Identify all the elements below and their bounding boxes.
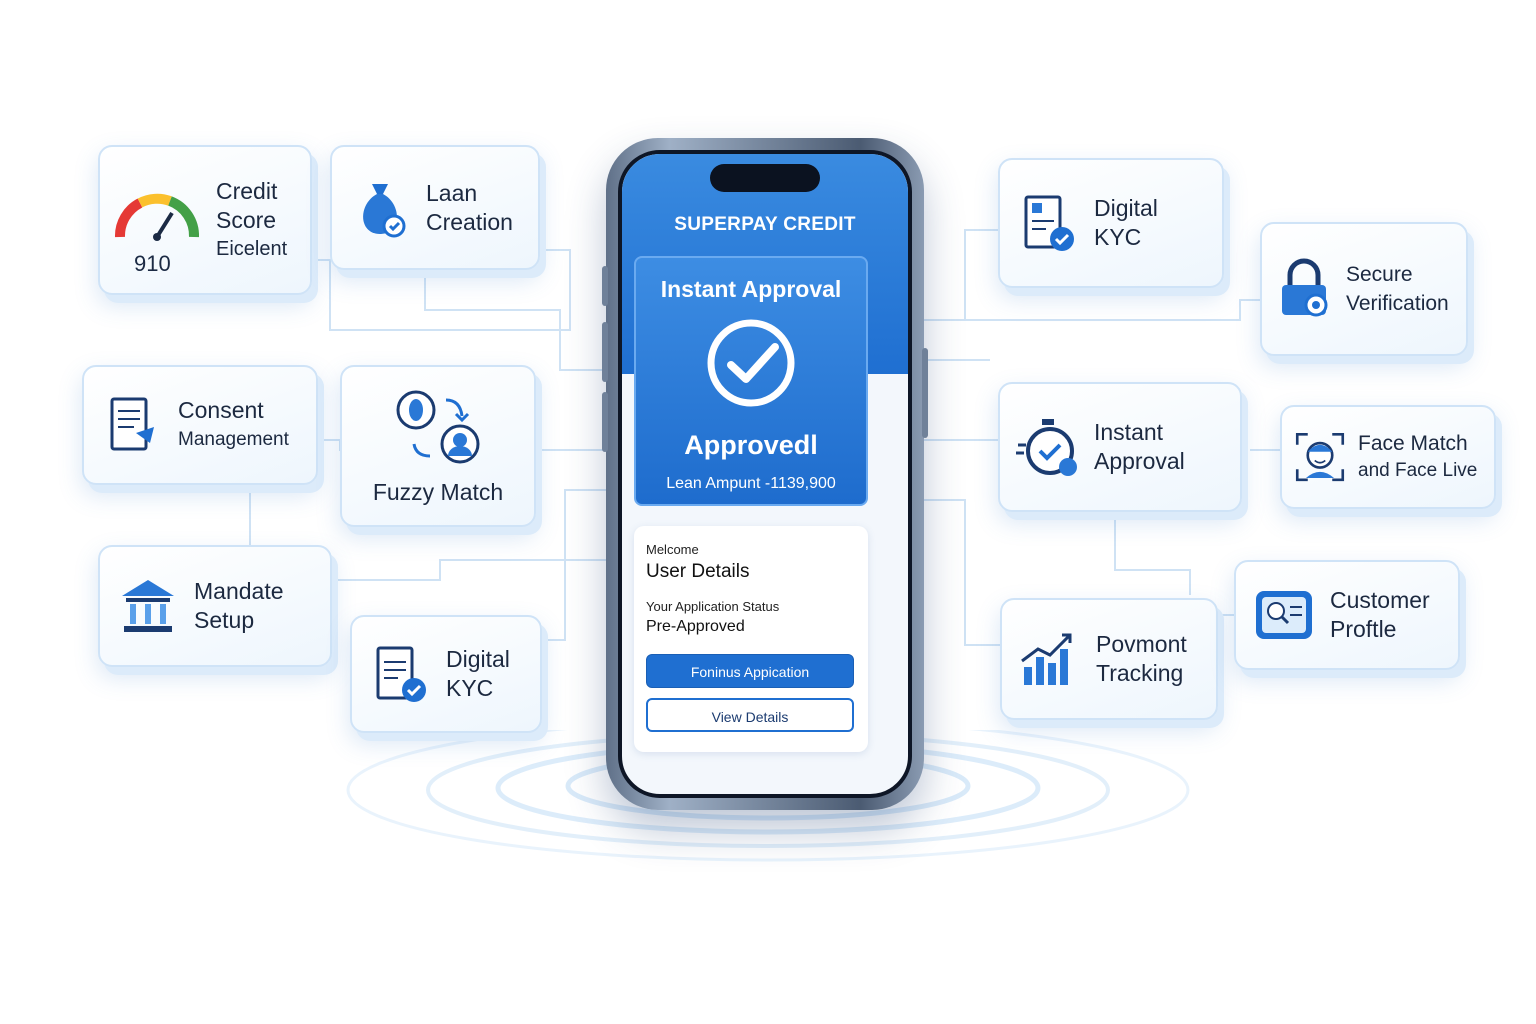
face-match-card[interactable]: Face Match and Face Live (1280, 405, 1496, 509)
mandate-setup-card[interactable]: Mandate Setup (98, 545, 332, 667)
profile-card-icon (1252, 583, 1316, 647)
stopwatch-icon (1016, 415, 1080, 479)
kyc-right-label-2: KYC (1094, 224, 1142, 250)
kyc-document-icon (368, 642, 432, 706)
digital-kyc-card-left[interactable]: Digital KYC (350, 615, 542, 733)
credit-score-value: 910 (134, 251, 171, 276)
credit-score-label-1: Credit (216, 177, 278, 204)
camera-notch (710, 164, 820, 192)
application-status-label: Your Application Status (646, 599, 780, 614)
ripple-base (346, 730, 1190, 862)
loan-creation-label-2: Creation (426, 208, 513, 235)
user-details-panel: Melcome User Details Your Application St… (634, 526, 868, 752)
approval-status: Approvedl (684, 430, 818, 460)
instant-label-2: Approval (1094, 448, 1185, 474)
profile-swap-icon (390, 386, 486, 470)
customer-label-2: Proftle (1330, 616, 1397, 642)
checkmark-icon (707, 319, 795, 407)
kyc-left-label-2: KYC (446, 675, 494, 701)
customer-label-1: Customer (1330, 587, 1430, 613)
consent-management-card[interactable]: Consent Management (82, 365, 318, 485)
brand-title: SUPERPAY CREDIT (674, 214, 856, 235)
approval-title: Instant Approval (660, 276, 842, 302)
mandate-label-2: Setup (194, 607, 255, 633)
document-icon (100, 393, 164, 457)
customer-profile-card[interactable]: Customer Proftle (1234, 560, 1460, 670)
consent-label-2: Management (178, 429, 289, 450)
secure-label-2: Verification (1346, 292, 1449, 315)
credit-score-label-2: Score (216, 206, 277, 233)
kyc-document-icon (1016, 191, 1080, 255)
loan-creation-card[interactable]: Laan Creation (330, 145, 540, 270)
fuzzy-match-label: Fuzzy Match (372, 478, 504, 505)
growth-chart-icon (1018, 627, 1082, 691)
payment-label-1: Povmont (1096, 631, 1187, 657)
instant-approval-card[interactable]: Instant Approval (998, 382, 1242, 512)
approval-panel: Instant Approval Approvedl Lean Ampunt -… (634, 256, 868, 506)
phone-side-button (602, 322, 608, 382)
phone-device: SUPERPAY CREDIT Instant Approval Approve… (602, 138, 928, 810)
phone-screen: SUPERPAY CREDIT Instant Approval Approve… (618, 150, 912, 798)
digital-kyc-card-right[interactable]: Digital KYC (998, 158, 1224, 288)
mandate-label-1: Mandate (194, 578, 284, 604)
face-match-label-1: Face Match (1358, 432, 1468, 455)
credit-score-card[interactable]: 910 Credit Score Eicelent (98, 145, 312, 295)
loan-amount: Lean Ampunt -1139,900 (666, 475, 836, 492)
money-bag-icon (348, 176, 412, 240)
credit-score-label-3: Eicelent (216, 237, 288, 260)
fuzzy-match-card[interactable]: Fuzzy Match (340, 365, 536, 527)
payment-tracking-card[interactable]: Povmont Tracking (1000, 598, 1218, 720)
loan-creation-label-1: Laan (426, 179, 478, 206)
application-status-value: Pre-Approved (646, 618, 745, 635)
continue-application-button[interactable]: Foninus Appication (646, 654, 854, 688)
phone-side-button (602, 266, 608, 306)
kyc-left-label-1: Digital (446, 646, 510, 672)
face-match-label-2: and Face Live (1358, 460, 1478, 481)
user-details-heading: User Details (646, 561, 750, 582)
bank-icon (116, 574, 180, 638)
instant-label-1: Instant (1094, 419, 1164, 445)
face-scan-icon (1292, 429, 1348, 485)
welcome-text: Melcome (646, 542, 699, 557)
payment-label-2: Tracking (1096, 660, 1184, 686)
padlock-icon (1272, 257, 1336, 321)
secure-verification-card[interactable]: Secure Verification (1260, 222, 1468, 356)
phone-power-button (922, 348, 928, 438)
view-details-button[interactable]: View Details (646, 698, 854, 732)
kyc-right-label-1: Digital (1094, 195, 1158, 221)
secure-label-1: Secure (1346, 263, 1413, 286)
phone-side-button (602, 392, 608, 452)
gauge-icon: 910 (112, 165, 202, 276)
consent-label-1: Consent (178, 397, 264, 423)
